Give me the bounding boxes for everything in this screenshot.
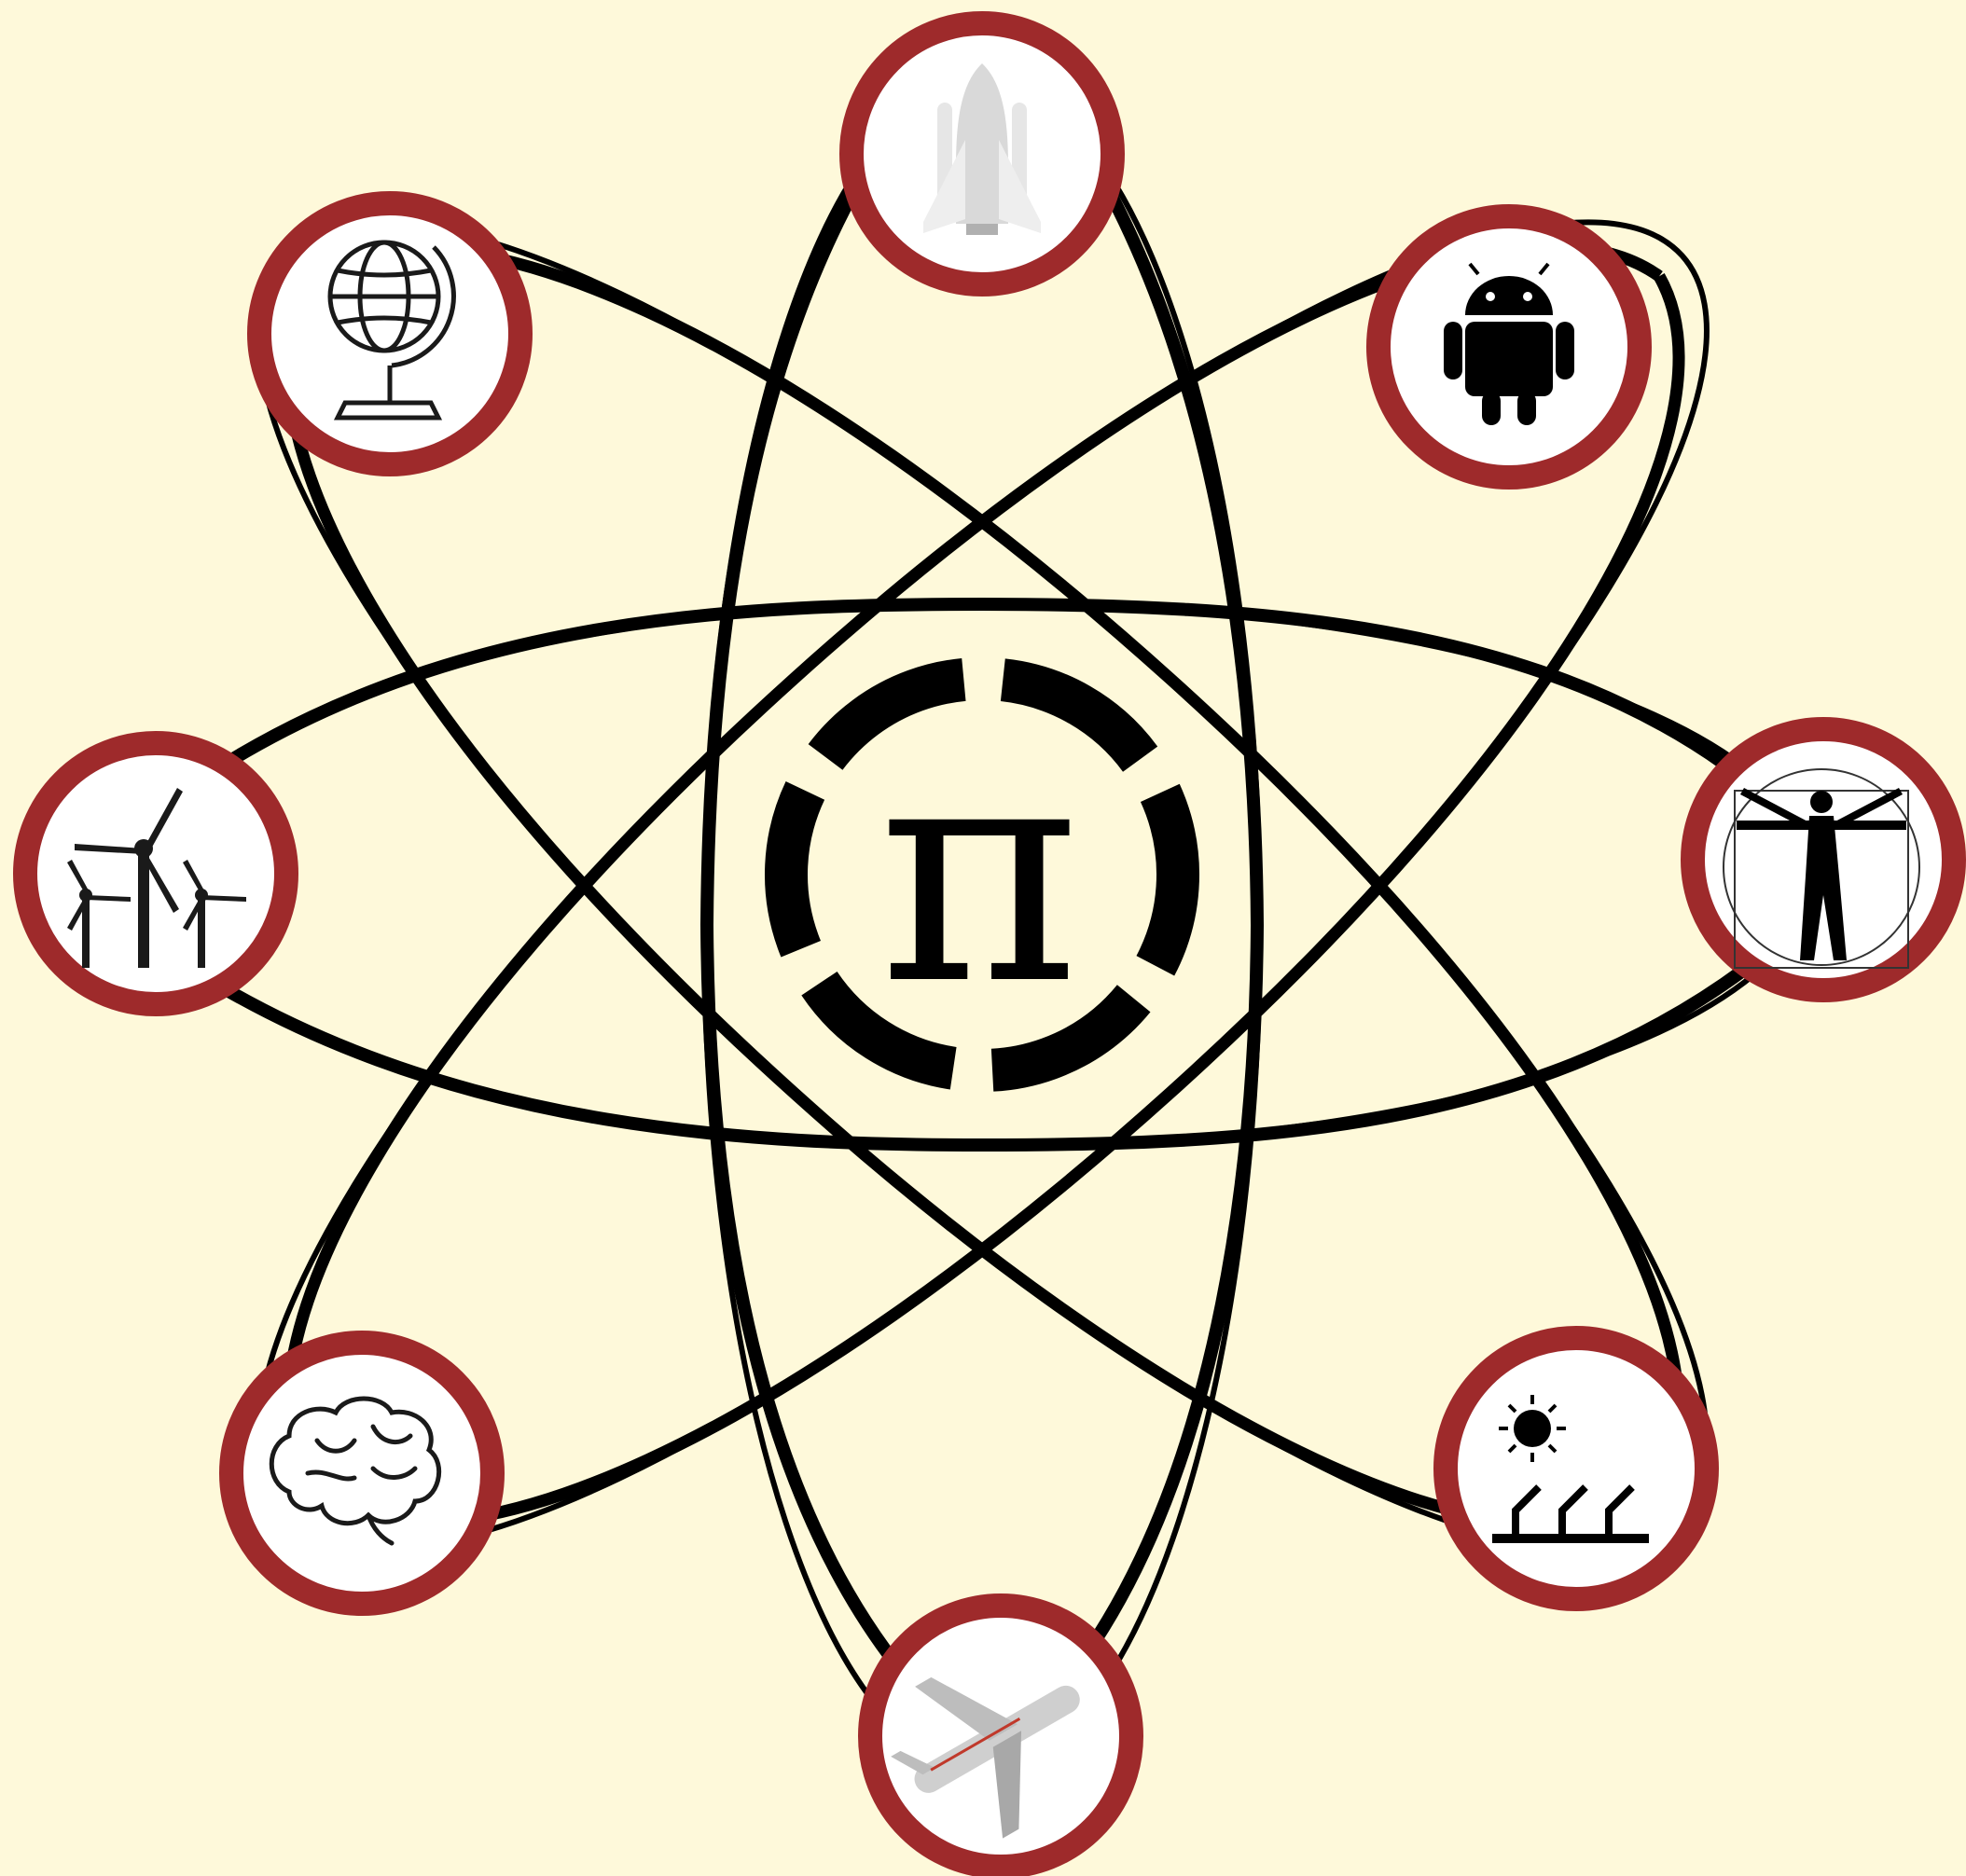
- node-globe[interactable]: [259, 203, 520, 464]
- node-brain[interactable]: [231, 1343, 492, 1604]
- node-airplane[interactable]: [866, 1606, 1131, 1867]
- pi-symbol: π: [879, 694, 1081, 1052]
- node-android[interactable]: [1378, 216, 1640, 477]
- node-vitruvian-man[interactable]: [1693, 729, 1954, 990]
- node-space-shuttle[interactable]: [851, 23, 1113, 284]
- node-solar-panels[interactable]: [1446, 1338, 1707, 1599]
- node-wind-turbines[interactable]: [25, 743, 286, 1004]
